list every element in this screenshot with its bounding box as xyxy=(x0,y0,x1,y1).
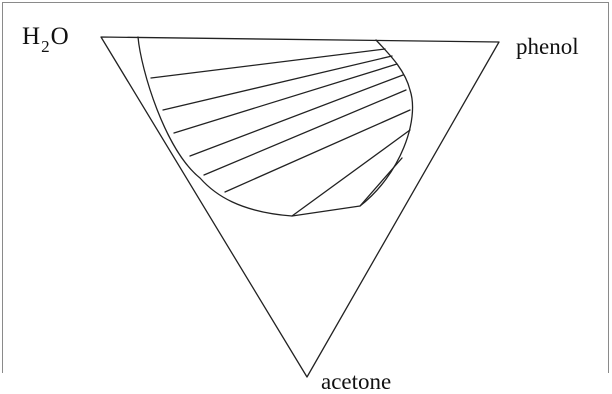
phenol-vertex-label: phenol xyxy=(516,34,579,59)
tie-line xyxy=(162,55,393,111)
ternary-triangle xyxy=(100,36,500,378)
image-frame xyxy=(2,2,609,373)
tie-line xyxy=(189,74,404,157)
water-vertex-label: H2O xyxy=(22,23,69,55)
acetone-vertex-label: acetone xyxy=(321,369,392,394)
tie-line xyxy=(150,48,386,79)
tie-line xyxy=(359,157,403,207)
tie-line xyxy=(224,109,411,193)
water-formula-h: H xyxy=(22,23,41,50)
tie-line xyxy=(203,89,407,176)
tie-line xyxy=(173,63,398,134)
water-formula-subscript: 2 xyxy=(41,37,50,56)
water-formula-o: O xyxy=(50,23,69,50)
tie-line xyxy=(291,129,411,217)
binodal-curve xyxy=(137,36,414,217)
